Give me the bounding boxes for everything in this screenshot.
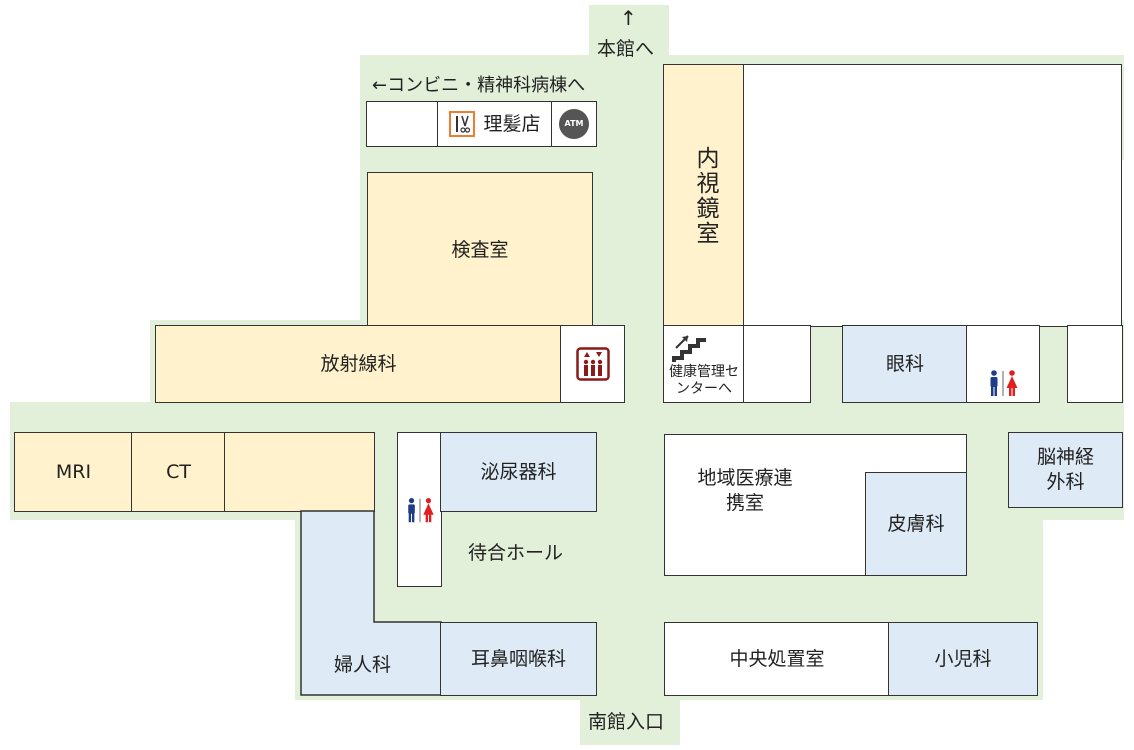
mri-label: MRI: [55, 460, 92, 483]
corridor-south-exit: [580, 690, 680, 745]
room-blank-west: [224, 432, 375, 512]
endoscopy-room[interactable]: 内視鏡室: [663, 64, 745, 327]
endoscopy-label: 内視鏡室: [691, 145, 718, 246]
gynecology-label: 婦人科: [334, 654, 392, 676]
shop-blank: [366, 101, 439, 147]
pediatrics-room[interactable]: 小児科: [888, 622, 1038, 696]
restroom-icon: [990, 370, 1018, 396]
central-treatment-label: 中央処置室: [729, 647, 825, 670]
ent-label: 耳鼻咽喉科: [470, 647, 566, 670]
examination-label: 検査室: [451, 239, 509, 262]
urology-room[interactable]: 泌尿器科: [440, 432, 597, 512]
waiting-hall-label: 待合ホール: [468, 542, 564, 564]
health-center-stairs[interactable]: 健康管理センターへ: [663, 325, 745, 403]
to-conbini-label[interactable]: ←コンビニ・精神科病棟へ: [372, 75, 586, 96]
elevator[interactable]: [560, 325, 625, 403]
barber-label: 理髪店: [483, 112, 541, 135]
neurosurgery-label: 脳神経外科: [1036, 446, 1094, 493]
atm-booth[interactable]: ATM: [551, 101, 597, 147]
atm-label: ATM: [564, 118, 584, 128]
pediatrics-label: 小児科: [934, 647, 992, 670]
ophthalmology-room[interactable]: 眼科: [842, 325, 968, 403]
ent-room[interactable]: 耳鼻咽喉科: [440, 622, 597, 696]
room-blank-east1: [743, 325, 811, 403]
dermatology-label: 皮膚科: [887, 512, 945, 535]
dermatology-room[interactable]: 皮膚科: [865, 472, 967, 576]
barber-shop[interactable]: 理髪店: [437, 101, 553, 147]
ct-room[interactable]: CT: [131, 432, 226, 512]
atm-pin-icon: ATM: [559, 109, 589, 139]
to-main-label[interactable]: 本館へ: [597, 38, 655, 60]
health-center-label: 健康管理センターへ: [669, 364, 739, 398]
restroom-east[interactable]: [966, 325, 1040, 403]
central-treatment-room[interactable]: 中央処置室: [664, 622, 890, 696]
urology-label: 泌尿器科: [480, 460, 557, 483]
north-block: [743, 64, 1122, 327]
restroom-west[interactable]: [397, 432, 442, 587]
regional-medical-label: 地域医療連携室: [697, 467, 793, 514]
radiology-label: 放射線科: [320, 352, 397, 375]
room-blank-east2: [1067, 325, 1123, 403]
ct-label: CT: [166, 460, 191, 483]
restroom-icon: [407, 497, 434, 522]
neurosurgery-room[interactable]: 脳神経外科: [1008, 432, 1123, 508]
ophthalmology-label: 眼科: [885, 352, 924, 375]
examination-room[interactable]: 検査室: [367, 172, 593, 329]
to-main-arrow: ↑: [620, 6, 637, 30]
radiology-room[interactable]: 放射線科: [155, 325, 562, 403]
barber-scissors-icon: [449, 111, 476, 137]
south-entrance-label[interactable]: 南館入口: [588, 711, 665, 733]
stairs-icon: [672, 335, 706, 362]
mri-room[interactable]: MRI: [14, 432, 133, 512]
elevator-icon: [575, 347, 610, 381]
